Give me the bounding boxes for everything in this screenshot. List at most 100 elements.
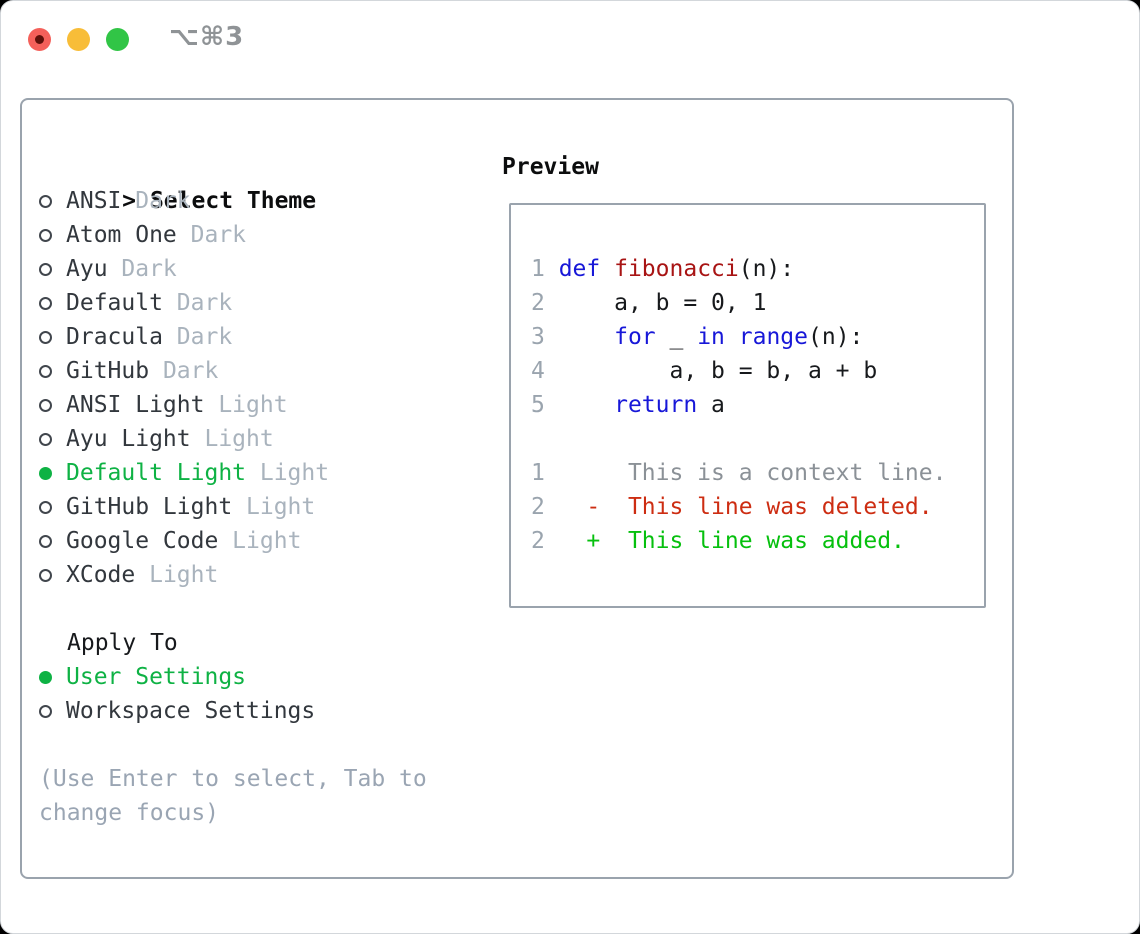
- code-line: 2 a, b = 0, 1: [531, 286, 946, 320]
- radio-icon: [39, 194, 52, 208]
- theme-option-ayu-light-label: Ayu Light: [66, 426, 191, 452]
- radio-icon: [39, 500, 52, 514]
- radio-icon: [39, 228, 52, 242]
- code-token-df: (n):: [808, 324, 864, 350]
- theme-option-google-code[interactable]: Google Code Light: [39, 524, 427, 558]
- theme-option-default-label: Default: [66, 290, 163, 316]
- line-number: 1: [531, 256, 559, 282]
- theme-variant-badge: Light: [135, 562, 219, 588]
- apply-to-header: Apply To: [67, 630, 178, 656]
- theme-option-github[interactable]: GitHub Dark: [39, 354, 427, 388]
- theme-variant-badge: Light: [246, 460, 330, 486]
- code-line: 5 return a: [531, 388, 946, 422]
- theme-variant-badge: Dark: [162, 324, 233, 350]
- apply-option-workspace-settings-label: Workspace Settings: [66, 698, 316, 724]
- theme-option-github-light[interactable]: GitHub Light Light: [39, 490, 427, 524]
- theme-option-github-light-label: GitHub Light: [66, 494, 233, 520]
- theme-option-xcode[interactable]: XCode Light: [39, 558, 427, 592]
- line-number: 1: [531, 460, 559, 486]
- line-number: 4: [531, 358, 559, 384]
- code-token-df: [725, 324, 739, 350]
- code-line: 1 This is a context line.: [531, 456, 946, 490]
- code-token-kw: range: [738, 324, 808, 350]
- theme-option-atom-one[interactable]: Atom One Dark: [39, 218, 427, 252]
- preview-header: Preview: [502, 154, 599, 180]
- theme-option-ayu[interactable]: Ayu Dark: [39, 252, 427, 286]
- theme-option-ansi-label: ANSI: [66, 188, 122, 214]
- code-token-df: (n):: [738, 256, 795, 282]
- code-token-df: a, b = 0, 1: [558, 290, 767, 316]
- code-token-df: a, b = b, a + b: [558, 358, 878, 384]
- code-token-ctx: This is a context line.: [558, 460, 947, 486]
- radio-icon: [39, 398, 52, 412]
- theme-option-ansi[interactable]: ANSI Dark: [39, 184, 427, 218]
- hint-line-2: change focus): [39, 800, 220, 826]
- line-number: 2: [531, 528, 559, 554]
- line-number: 5: [531, 392, 559, 418]
- code-line: 2 - This line was deleted.: [531, 490, 946, 524]
- apply-option-workspace-settings[interactable]: Workspace Settings: [39, 694, 427, 728]
- minimize-button[interactable]: [67, 28, 90, 51]
- theme-variant-badge: Dark: [176, 222, 247, 248]
- code-token-df: [559, 324, 614, 350]
- theme-option-github-label: GitHub: [66, 358, 150, 384]
- code-line: 2 + This line was added.: [531, 524, 946, 558]
- code-token-df: [559, 528, 587, 554]
- code-line: [531, 422, 946, 456]
- theme-variant-badge: Light: [204, 392, 288, 418]
- radio-icon: [39, 534, 52, 548]
- theme-option-default[interactable]: Default Dark: [39, 286, 427, 320]
- radio-icon: [39, 262, 52, 276]
- theme-option-dracula-label: Dracula: [66, 324, 163, 350]
- code-line: 3 for _ in range(n):: [531, 320, 946, 354]
- theme-option-google-code-label: Google Code: [66, 528, 219, 554]
- radio-selected-icon: [39, 670, 52, 684]
- window-title: ⌥⌘3: [169, 22, 245, 52]
- radio-icon: [39, 704, 52, 718]
- code-line: 4 a, b = b, a + b: [531, 354, 946, 388]
- radio-icon: [39, 364, 52, 378]
- line-number: 3: [531, 324, 559, 350]
- theme-variant-badge: Dark: [149, 358, 219, 384]
- radio-icon: [39, 568, 52, 582]
- theme-variant-badge: Light: [190, 426, 274, 452]
- theme-option-xcode-label: XCode: [66, 562, 136, 588]
- select-theme-header: >Select Theme: [39, 150, 427, 214]
- radio-icon: [39, 432, 52, 446]
- radio-selected-icon: [39, 466, 52, 480]
- theme-option-ayu-label: Ayu: [66, 256, 108, 282]
- code-token-df: [600, 256, 614, 282]
- theme-option-dracula[interactable]: Dracula Dark: [39, 320, 427, 354]
- radio-icon: [39, 296, 52, 310]
- theme-option-default-light-label: Default Light: [66, 460, 247, 486]
- zoom-button[interactable]: [106, 28, 129, 51]
- code-token-fn: fibonacci: [614, 256, 739, 282]
- code-token-df: [559, 392, 614, 418]
- window-titlebar: ⌥⌘3: [1, 1, 1139, 77]
- code-token-df: [559, 494, 587, 520]
- theme-option-ansi-light[interactable]: ANSI Light Light: [39, 388, 427, 422]
- code-line: 1 def fibonacci(n):: [531, 252, 946, 286]
- spacer: [39, 592, 427, 626]
- focus-cursor-icon: >: [122, 188, 136, 214]
- code-token-df: _: [655, 324, 698, 350]
- close-button[interactable]: [28, 28, 51, 51]
- theme-option-ayu-light[interactable]: Ayu Light Light: [39, 422, 427, 456]
- theme-option-ansi-light-label: ANSI Light: [66, 392, 205, 418]
- line-number: 2: [531, 494, 559, 520]
- code-token-add: + This line was added.: [586, 528, 905, 554]
- code-token-kw: return: [614, 392, 698, 418]
- theme-variant-badge: Light: [232, 494, 316, 520]
- theme-option-default-light[interactable]: Default Light Light: [39, 456, 427, 490]
- theme-variant-badge: Light: [218, 528, 302, 554]
- apply-option-user-settings[interactable]: User Settings: [39, 660, 427, 694]
- theme-variant-badge: Dark: [162, 290, 233, 316]
- hint-line-1: (Use Enter to select, Tab to: [39, 766, 427, 792]
- line-number: 2: [531, 290, 559, 316]
- apply-option-user-settings-label: User Settings: [66, 664, 247, 690]
